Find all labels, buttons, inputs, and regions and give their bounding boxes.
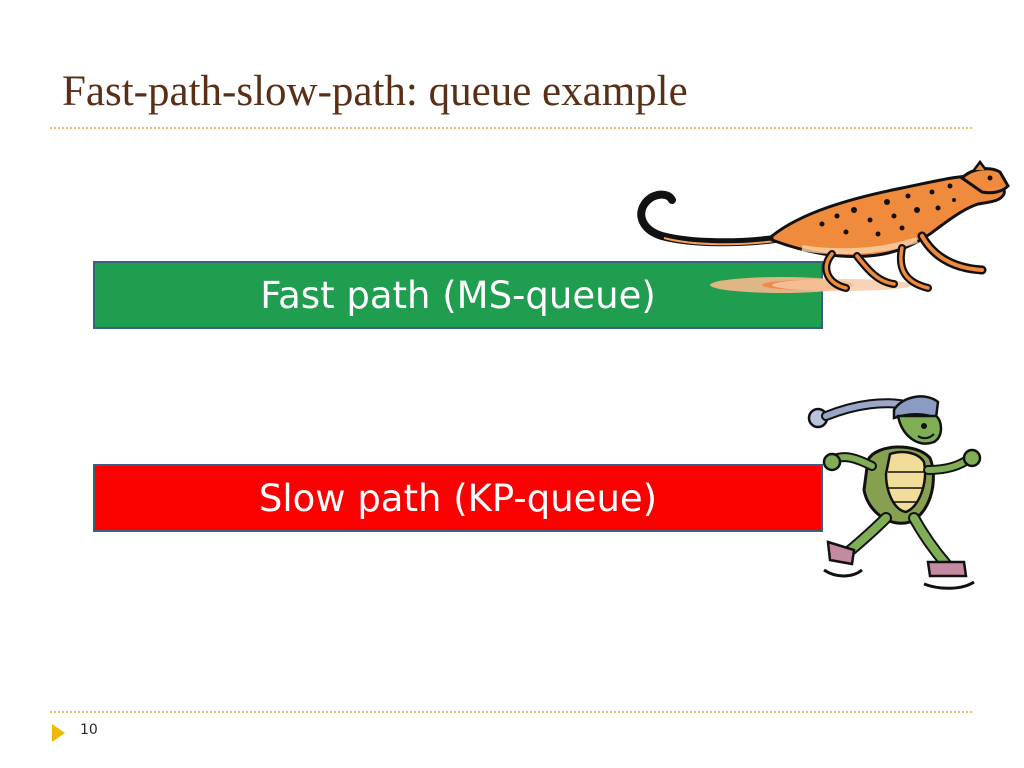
page-number: 10: [80, 722, 98, 738]
footer-arrow-icon: [52, 724, 65, 742]
cheetah-image: [632, 158, 1012, 308]
title-divider: [50, 127, 972, 129]
turtle-image: [806, 392, 986, 592]
fast-path-label: Fast path (MS-queue): [260, 274, 656, 317]
slide-title: Fast-path-slow-path: queue example: [62, 70, 688, 113]
footer-divider: [50, 711, 972, 713]
slow-path-box: Slow path (KP-queue): [93, 464, 823, 532]
slow-path-label: Slow path (KP-queue): [259, 477, 657, 520]
